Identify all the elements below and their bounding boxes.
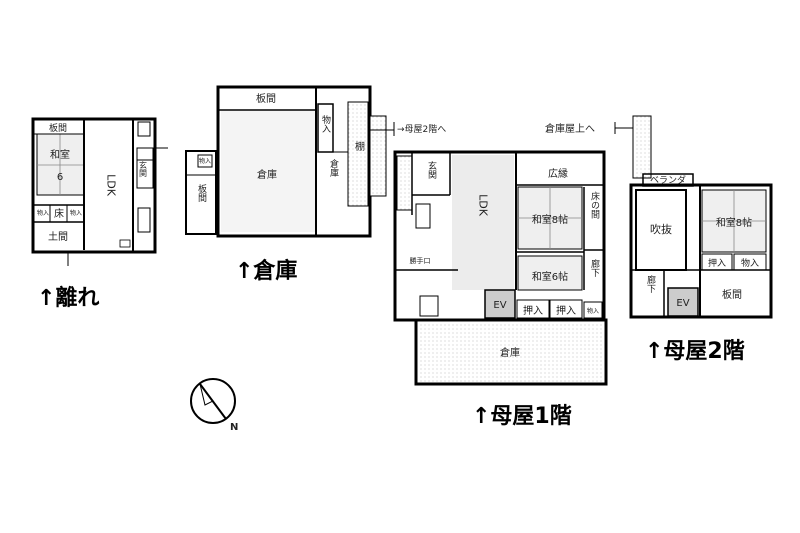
- main2-stair-note: 倉庫屋上へ: [545, 122, 595, 135]
- main2-washitsu8: 和室8帖: [716, 216, 752, 229]
- annex-ldk: LDK: [105, 174, 118, 197]
- main1-caption: ↑母屋1階: [472, 404, 572, 429]
- main2-ev: EV: [676, 298, 689, 309]
- main2-fukinuke: 吹抜: [650, 222, 672, 236]
- main1-soko: 倉庫: [500, 346, 520, 359]
- warehouse-itama-top: 板間: [256, 92, 276, 105]
- main2-labels: 倉庫屋上へ ベランダ 吹抜 和室8帖 押入 物入 廊下 EV 板間: [545, 122, 759, 309]
- main1-washitsu6: 和室6帖: [532, 270, 568, 283]
- annex-monoire-b: 物入: [70, 209, 82, 217]
- compass-north-label: N: [230, 422, 238, 433]
- annex-genkan: 玄関: [139, 160, 148, 178]
- main1-ldk: LDK: [477, 194, 490, 217]
- main2-plan: [614, 115, 773, 319]
- main1-washitsu8: 和室8帖: [532, 213, 568, 226]
- warehouse-stair-note: →母屋2階へ: [397, 124, 446, 135]
- main1-plan: [393, 150, 608, 386]
- main1-katteguchi: 勝手口: [410, 256, 431, 265]
- annex-toko: 床: [54, 207, 64, 220]
- annex-monoire-a: 物入: [37, 209, 49, 217]
- annex-itama: 板間: [49, 122, 67, 134]
- main1-oshiire2: 押入: [556, 304, 576, 317]
- warehouse-labels: 板間 物入 物入 倉庫 倉庫 棚 板間 →母屋2階へ: [196, 92, 446, 203]
- annex-doma: 土間: [48, 230, 68, 243]
- main1-ev: EV: [493, 300, 506, 311]
- main2-veranda: ベランダ: [650, 174, 686, 186]
- main1-tokonoma: 床の間: [589, 190, 600, 219]
- main2-oshiire: 押入: [708, 257, 726, 269]
- main1-monoire: 物入: [587, 307, 599, 315]
- warehouse-monoire-small: 物入: [199, 157, 211, 165]
- main2-itama: 板間: [722, 288, 742, 301]
- main1-genkan: 玄関: [426, 160, 437, 180]
- compass-icon: N: [190, 378, 238, 433]
- warehouse-soko-side: 倉庫: [328, 158, 339, 178]
- annex-plan: [31, 117, 168, 266]
- annex-washitsu-size: 6: [57, 172, 63, 183]
- main1-oshiire1: 押入: [523, 304, 543, 317]
- main1-hiroen: 広縁: [548, 167, 568, 180]
- warehouse-itama-left: 板間: [196, 183, 207, 203]
- annex-washitsu: 和室: [50, 148, 70, 161]
- main2-roka: 廊下: [645, 274, 656, 294]
- main1-roka: 廊下: [589, 258, 600, 278]
- main2-monoire: 物入: [741, 257, 759, 269]
- annex-caption: ↑離れ: [37, 285, 99, 311]
- annex-labels: 板間 和室 6 LDK 玄関 物入 床 物入 土間: [37, 122, 148, 243]
- warehouse-monoire: 物入: [320, 114, 331, 133]
- main2-caption: ↑母屋2階: [645, 339, 745, 364]
- warehouse-plan: [185, 85, 395, 238]
- main1-labels: 玄関 LDK 広縁 和室8帖 床の間 和室6帖 廊下 EV 押入 押入 物入 勝…: [410, 160, 600, 359]
- warehouse-caption: ↑倉庫: [235, 258, 297, 284]
- warehouse-tana: 棚: [353, 140, 365, 152]
- warehouse-soko-main: 倉庫: [257, 168, 277, 181]
